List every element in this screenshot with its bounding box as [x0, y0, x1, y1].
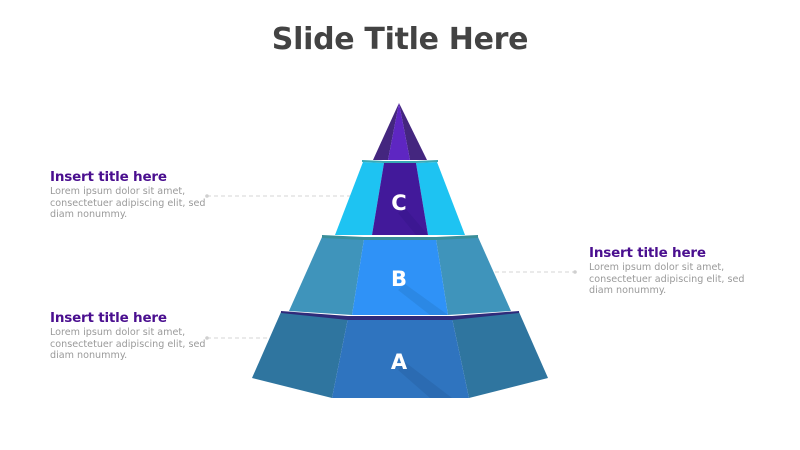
connector-lines — [205, 194, 577, 340]
callout-body: Lorem ipsum dolor sit amet, consectetuer… — [50, 186, 250, 221]
callout-line: consectetuer adipiscing elit, sed — [589, 273, 745, 285]
pyramid-level-b: B — [289, 235, 511, 315]
callout-line: consectetuer adipiscing elit, sed — [50, 338, 206, 350]
callout-title: Insert title here — [50, 310, 167, 326]
level-c-label: C — [391, 191, 406, 215]
callout-body: Lorem ipsum dolor sit amet, consectetuer… — [50, 327, 250, 362]
callout-line: diam nonummy. — [50, 350, 128, 361]
callout-title: Insert title here — [589, 245, 706, 261]
pyramid-tip — [373, 103, 427, 160]
callout-line: consectetuer adipiscing elit, sed — [50, 197, 206, 209]
callout-level-b: Insert title here Lorem ipsum dolor sit … — [589, 245, 789, 297]
callout-line: Lorem ipsum dolor sit amet, — [50, 327, 186, 338]
callout-line: Lorem ipsum dolor sit amet, — [589, 262, 725, 273]
callout-line: Lorem ipsum dolor sit amet, — [50, 186, 186, 197]
callout-level-c: Insert title here Lorem ipsum dolor sit … — [50, 169, 250, 221]
callout-line: diam nonummy. — [589, 285, 667, 296]
callout-body: Lorem ipsum dolor sit amet, consectetuer… — [589, 262, 789, 297]
callout-title: Insert title here — [50, 169, 167, 185]
slide-title: Slide Title Here — [271, 22, 529, 57]
pyramid-level-a: A — [252, 311, 548, 398]
pyramid-level-c: C — [335, 160, 465, 235]
level-b-label: B — [391, 267, 407, 291]
callout-line: diam nonummy. — [50, 209, 128, 220]
callout-level-a: Insert title here Lorem ipsum dolor sit … — [50, 310, 250, 362]
level-a-label: A — [391, 350, 408, 374]
